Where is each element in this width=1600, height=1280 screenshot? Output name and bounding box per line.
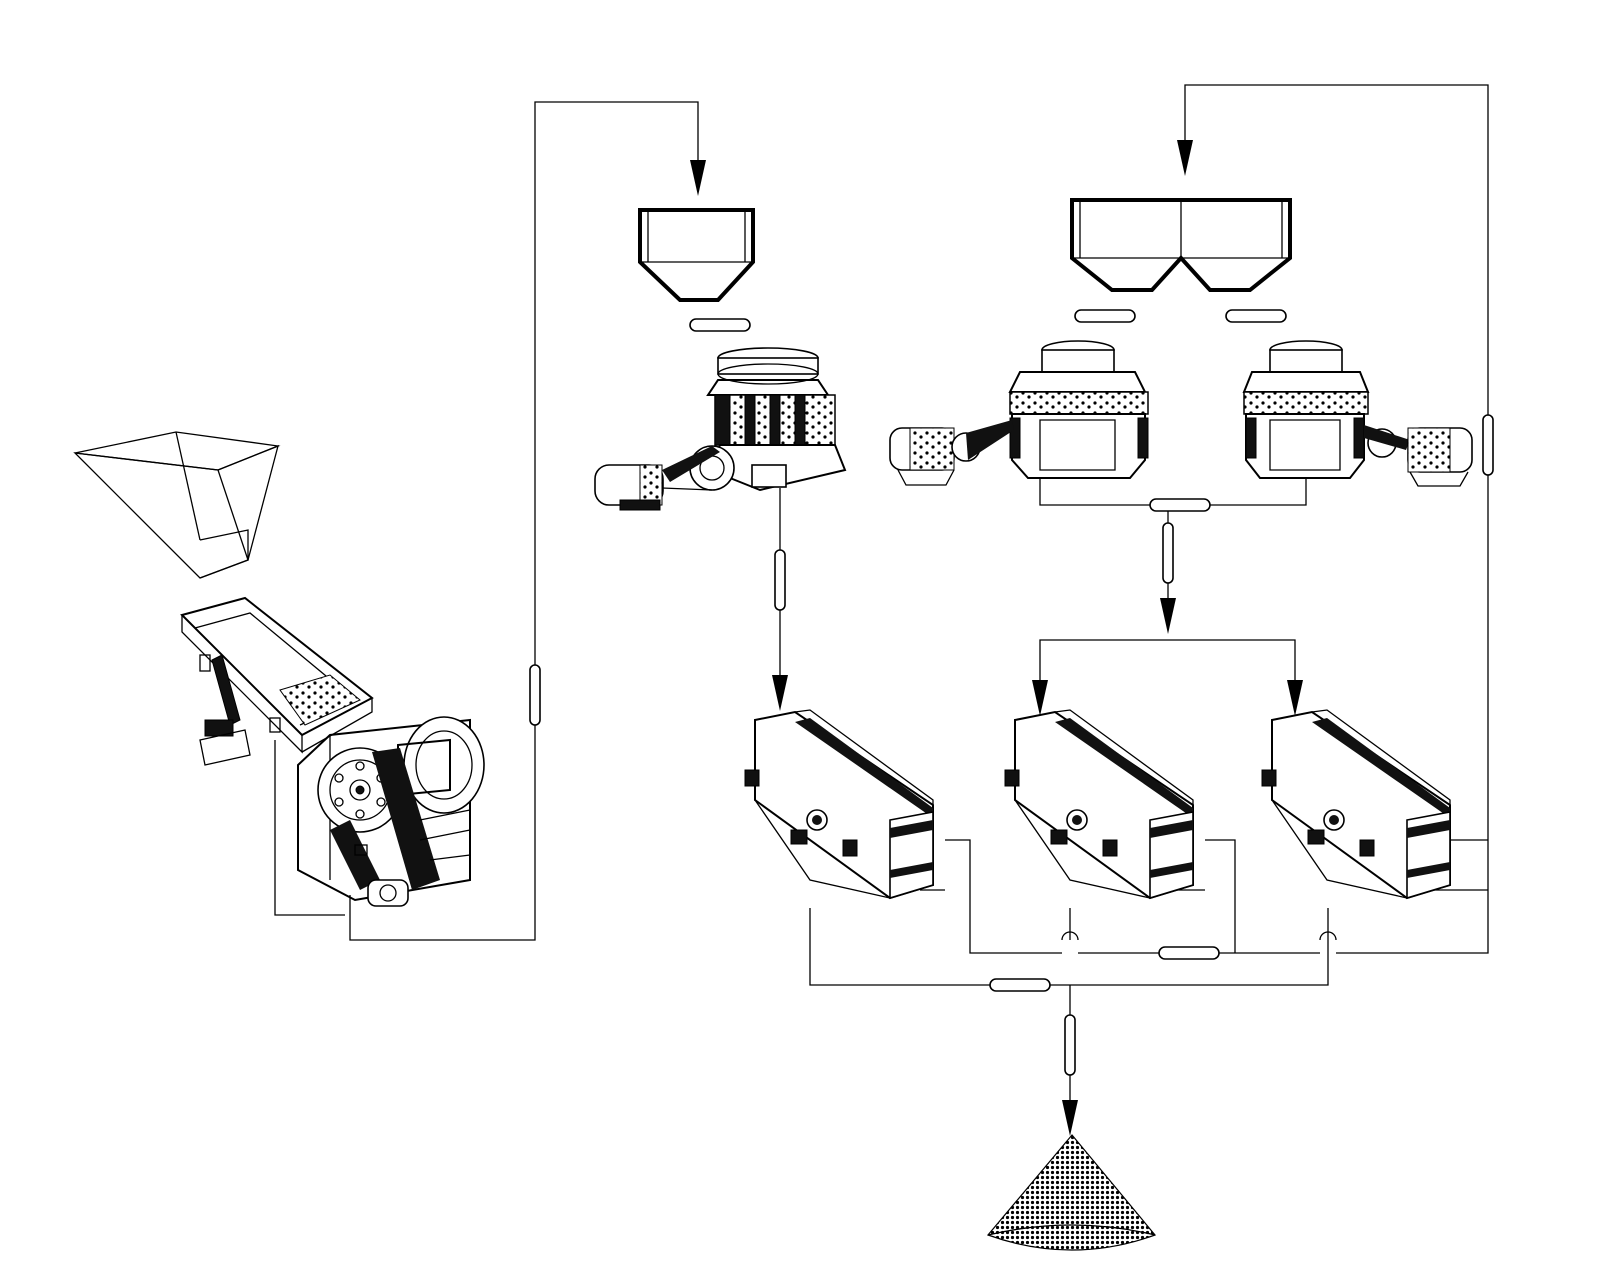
cone-crusher-1-icon xyxy=(594,347,847,511)
product-stockpile-icon xyxy=(986,1134,1157,1251)
flow-lines xyxy=(274,84,1489,1100)
vibrating-screen-3-icon xyxy=(1261,709,1451,900)
surge-bin-2-icon xyxy=(1070,198,1292,292)
surge-bin-1-icon xyxy=(638,208,755,302)
cone-crusher-2-icon xyxy=(889,340,1149,486)
vibrating-screen-2-icon xyxy=(1004,709,1194,900)
vibrating-screen-1-icon xyxy=(744,709,934,900)
jaw-crusher-icon xyxy=(297,716,485,907)
vibrating-feeder-icon xyxy=(180,596,374,766)
feed-hopper-icon xyxy=(73,431,281,579)
cone-crusher-3-icon xyxy=(1242,340,1473,487)
